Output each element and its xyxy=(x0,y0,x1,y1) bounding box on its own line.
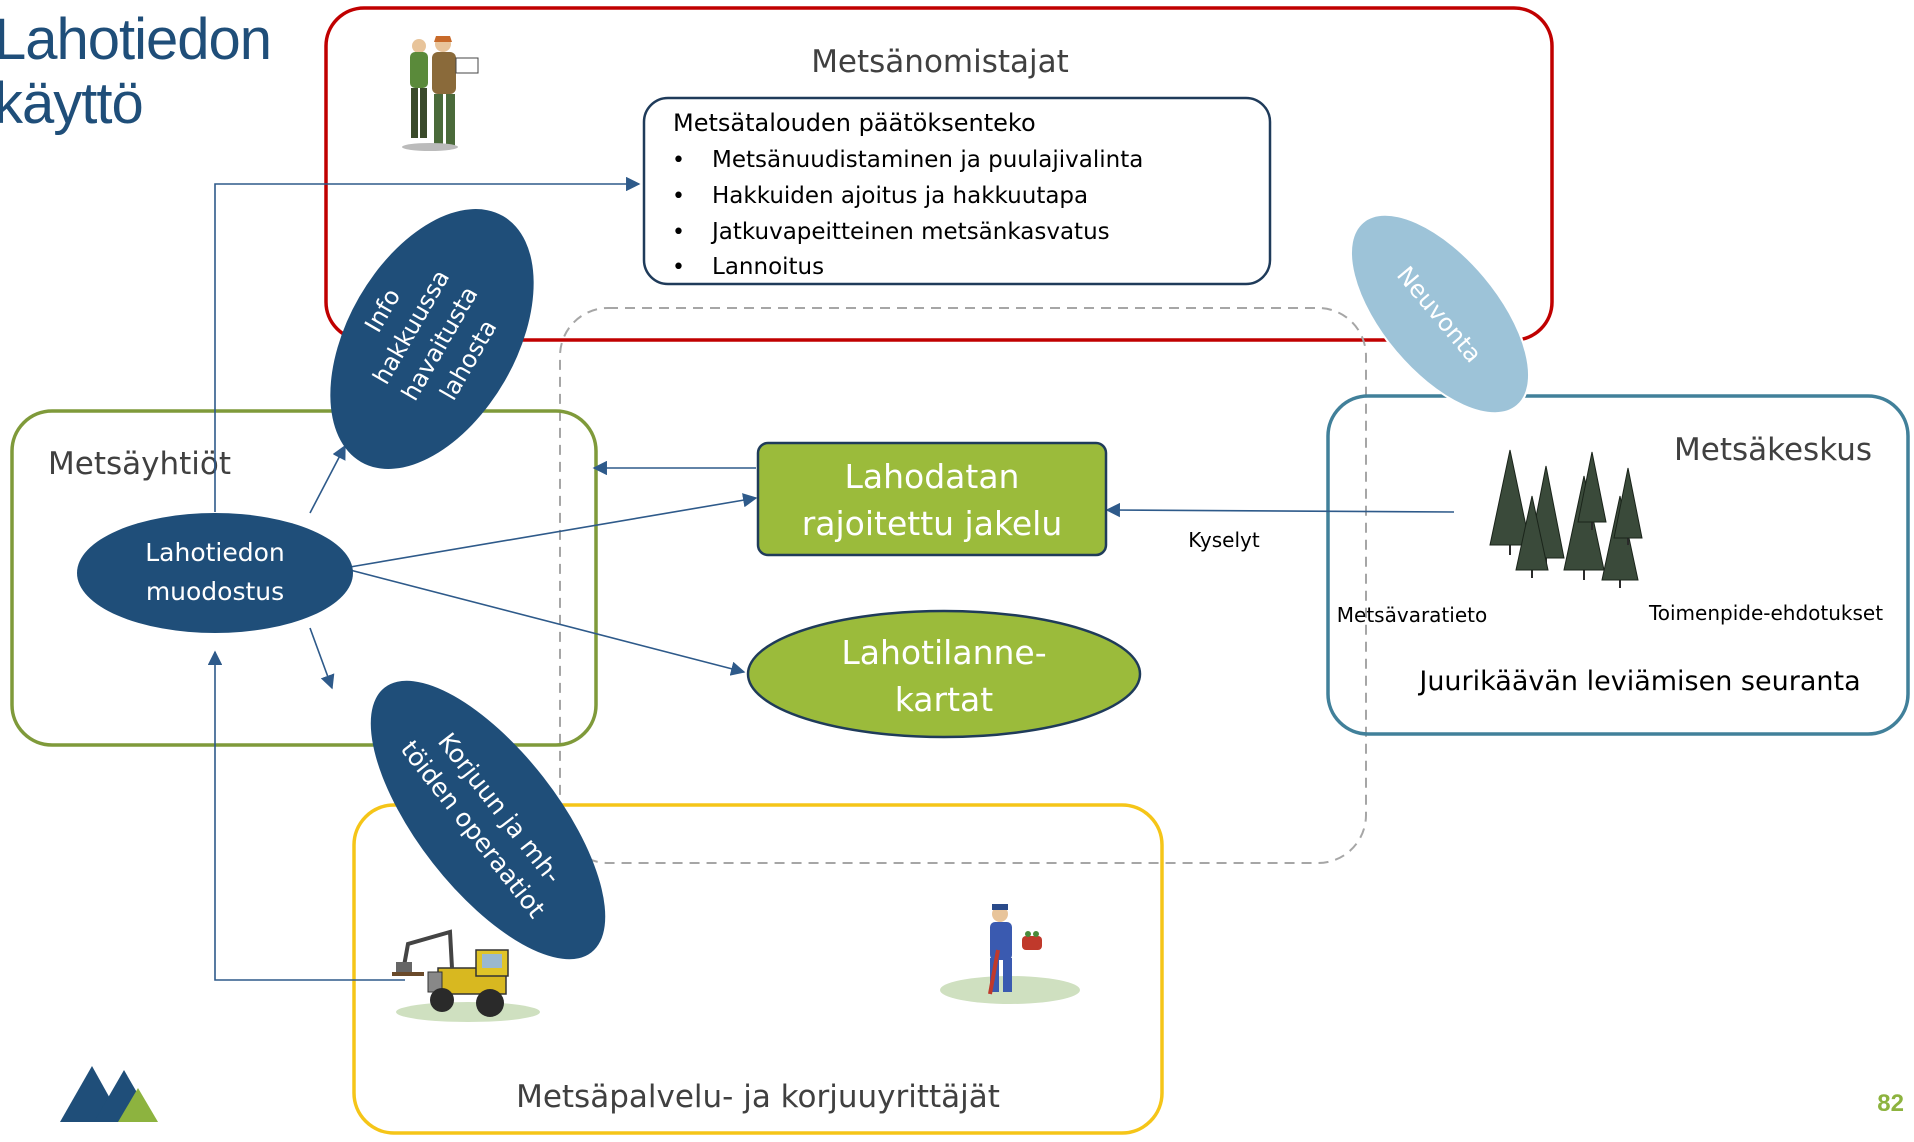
queries-label: Kyselyt xyxy=(1188,528,1260,552)
forest-centre-sub-right: Toimenpide-ehdotukset xyxy=(1648,601,1883,625)
decision-box-title: Metsätalouden päätöksenteko xyxy=(673,109,1036,137)
decision-bullet: • xyxy=(672,148,685,173)
formation-label-line1: Lahotiedon xyxy=(145,538,285,567)
arrow-formation-to-distribution xyxy=(349,493,758,568)
advice-node: Neuvonta xyxy=(1349,213,1531,415)
center-dashed-box xyxy=(559,307,1367,864)
slide-title-line1: Lahotiedon xyxy=(0,7,272,72)
arrow-to-harvest xyxy=(309,627,335,690)
maps-node xyxy=(746,609,1142,739)
arrow-formation-to-maps xyxy=(349,569,746,676)
distribution-label-line1: Lahodatan xyxy=(845,457,1020,496)
forest-machine-icon xyxy=(392,929,540,1022)
decision-bullet: • xyxy=(672,220,685,245)
arrow-companies-to-decision xyxy=(214,176,641,512)
decision-list: • Metsänuudistaminen ja puulajivalinta •… xyxy=(672,147,1143,280)
decision-bullet: • xyxy=(672,255,685,280)
owners-group-box xyxy=(324,6,1554,342)
forest-worker-icon xyxy=(940,904,1080,1004)
slide-title: Lahotiedon käyttö xyxy=(0,7,272,136)
forest-centre-sub-left: Metsävaratieto xyxy=(1337,603,1487,627)
mountain-logo-icon xyxy=(60,1066,158,1122)
arrow-forestcentre-to-distribution xyxy=(1105,502,1455,518)
arrow-machine-to-formation xyxy=(207,650,405,981)
contractors-label: Metsäpalvelu- ja korjuuyrittäjät xyxy=(516,1079,1000,1115)
forest-centre-group-box xyxy=(1326,394,1910,736)
companies-group-box xyxy=(10,409,598,747)
maps-label-line2: kartat xyxy=(895,680,993,719)
page-number: 82 xyxy=(1877,1090,1904,1117)
decision-item: Lannoitus xyxy=(712,254,824,280)
decision-item: Jatkuvapeitteinen metsänkasvatus xyxy=(710,219,1110,245)
formation-label-line2: muodostus xyxy=(146,577,284,606)
slide-title-line2: käyttö xyxy=(0,71,144,136)
companies-label: Metsäyhtiöt xyxy=(48,446,231,482)
distribution-label-line2: rajoitettu jakelu xyxy=(802,504,1063,543)
info-node: Info hakkuussa havaitusta lahosta xyxy=(330,209,534,469)
harvest-node: Korjuun ja mh- töiden operaatiot xyxy=(370,680,606,960)
decision-item: Hakkuiden ajoitus ja hakkuutapa xyxy=(712,183,1088,209)
forest-owners-people-icon xyxy=(402,36,479,151)
owners-label: Metsänomistajat xyxy=(811,44,1069,80)
formation-node xyxy=(77,513,353,633)
arrow-to-info xyxy=(309,444,346,514)
contractors-group-box xyxy=(352,803,1164,1135)
forest-centre-label: Metsäkeskus xyxy=(1674,432,1872,468)
distribution-node xyxy=(756,441,1108,557)
decision-item: Metsänuudistaminen ja puulajivalinta xyxy=(712,147,1143,173)
maps-label-line1: Lahotilanne- xyxy=(841,633,1046,672)
decision-bullet: • xyxy=(672,184,685,209)
spruce-forest-icon xyxy=(1489,449,1643,588)
forest-centre-bottom: Juurikäävän leviämisen seuranta xyxy=(1417,666,1860,697)
decision-box xyxy=(642,96,1272,286)
